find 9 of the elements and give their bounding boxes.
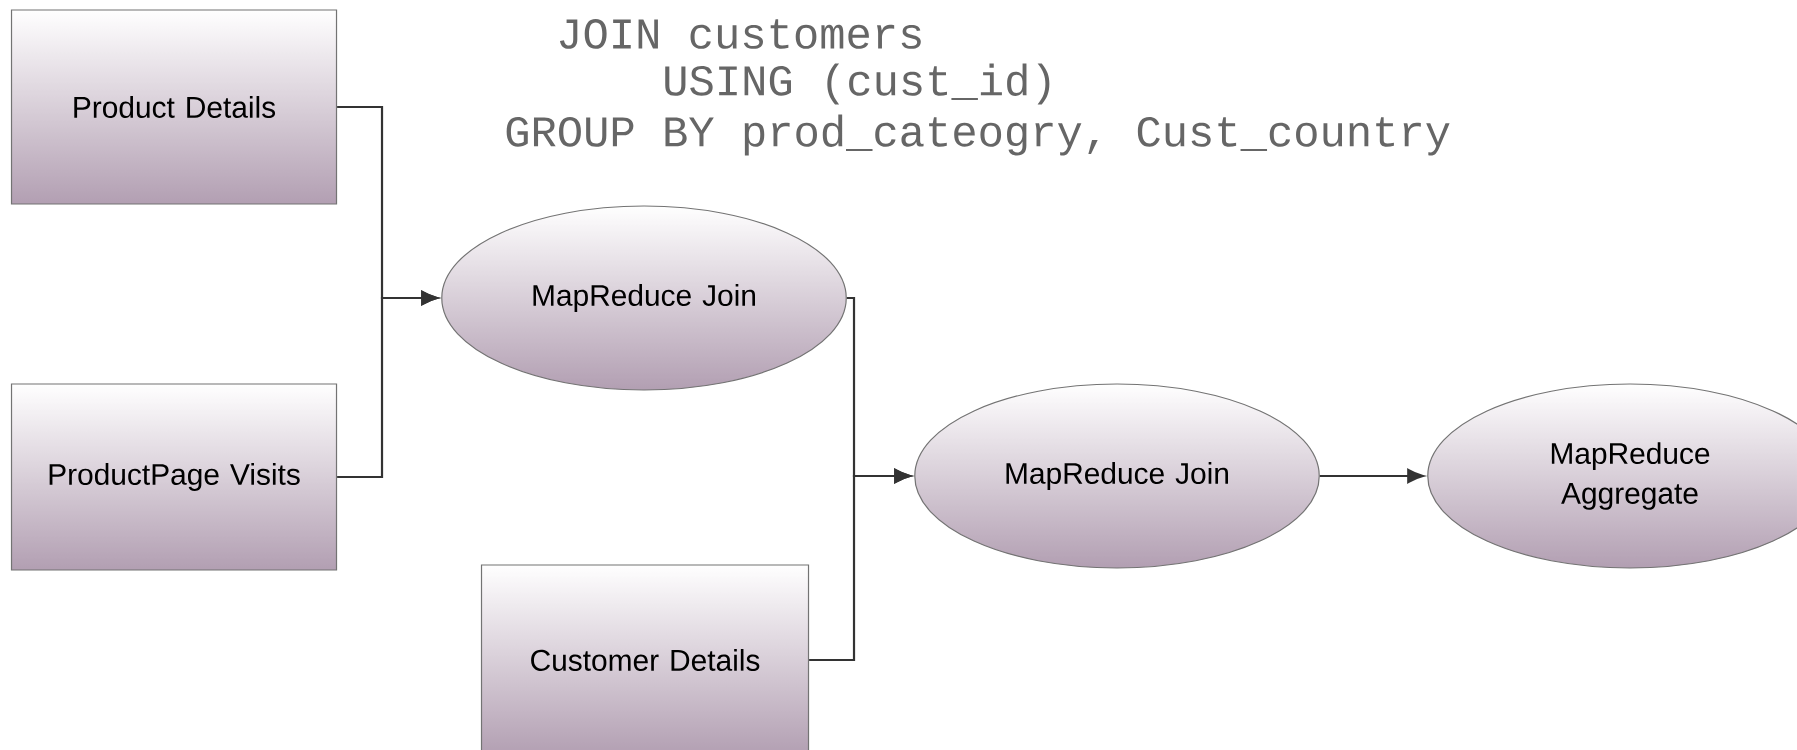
- data-box: ProductPage Visits: [10, 383, 338, 571]
- code-line: JOIN customers: [560, 19, 921, 49]
- arrow: [1319, 468, 1424, 484]
- arrow: [809, 468, 911, 662]
- arrow: [337, 290, 438, 479]
- data-box: Product Details: [10, 9, 338, 205]
- code-line: GROUP BY prod_cateogry, Cust_country: [506, 114, 1450, 156]
- code-line: USING (cust_id): [665, 63, 1050, 105]
- data-box: Customer Details: [480, 564, 810, 750]
